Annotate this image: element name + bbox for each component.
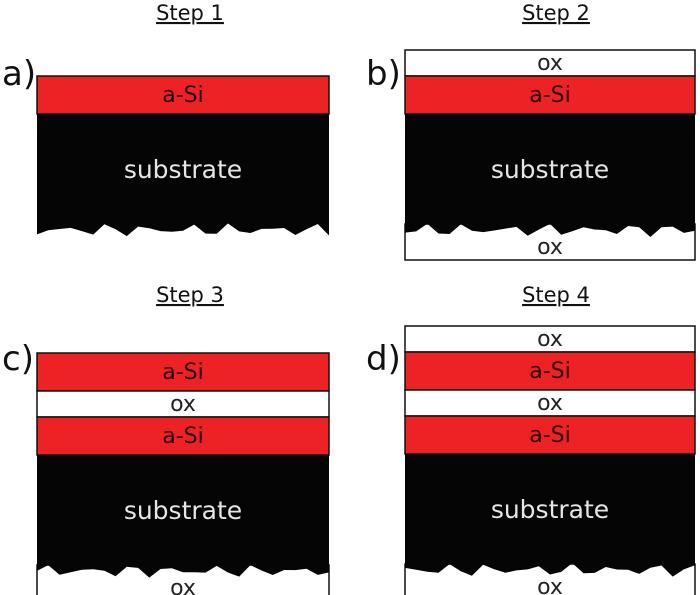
ox-layer — [36, 390, 330, 418]
panel-step-2: Step 2 b) ox a-Si substrate ox — [366, 1, 696, 261]
layer-substrate: substrate ox — [36, 455, 330, 595]
layer-asi: a-Si — [36, 416, 330, 456]
panel-step-1: Step 1 a) a-Si substrate — [2, 1, 330, 237]
bottom-ox-label: ox — [537, 235, 563, 260]
layer-asi: a-Si — [36, 352, 330, 392]
panel-letter: d) — [366, 339, 401, 379]
ox-layer — [404, 325, 696, 353]
bottom-ox-label: ox — [170, 576, 196, 595]
panel-step-3: Step 3 c) a-Si ox a-Si substrate ox — [2, 283, 330, 595]
layer-substrate: substrate — [37, 114, 329, 237]
layer-ox: ox — [36, 390, 330, 418]
asi-label: a-Si — [529, 83, 571, 108]
step-title: Step 4 — [522, 283, 590, 307]
asi-label: a-Si — [162, 424, 204, 449]
asi-layer — [404, 415, 696, 455]
substrate-layer — [405, 114, 695, 237]
substrate-layer — [37, 114, 329, 237]
step-title: Step 2 — [522, 1, 590, 25]
substrate-label: substrate — [124, 155, 242, 184]
layer-substrate: substrate ox — [404, 454, 696, 595]
step-title: Step 3 — [156, 283, 224, 307]
panel-step-4: Step 4 d) ox a-Si ox a-Si substrate ox — [366, 283, 696, 595]
substrate-label: substrate — [491, 155, 609, 184]
layer-substrate: substrate ox — [404, 114, 696, 261]
layer-asi: a-Si — [404, 415, 696, 455]
panel-letter: c) — [2, 339, 34, 379]
step-title: Step 1 — [156, 1, 224, 25]
asi-layer — [404, 351, 696, 391]
ox-label: ox — [537, 391, 563, 416]
asi-layer — [36, 75, 330, 115]
ox-label: ox — [537, 51, 563, 76]
asi-label: a-Si — [162, 360, 204, 385]
panel-letter: a) — [2, 54, 36, 94]
substrate-layer — [405, 454, 695, 577]
layer-asi: a-Si — [404, 75, 696, 115]
layer-asi: a-Si — [36, 75, 330, 115]
layer-asi: a-Si — [404, 351, 696, 391]
substrate-label: substrate — [491, 495, 609, 524]
substrate-layer — [37, 455, 329, 578]
layer-ox: ox — [404, 49, 696, 77]
bottom-ox-label: ox — [537, 575, 563, 595]
substrate-label: substrate — [124, 496, 242, 525]
asi-label: a-Si — [529, 423, 571, 448]
layer-ox: ox — [404, 325, 696, 353]
layer-ox: ox — [404, 389, 696, 417]
asi-label: a-Si — [529, 359, 571, 384]
ox-label: ox — [170, 392, 196, 417]
panel-letter: b) — [366, 54, 401, 94]
asi-layer — [404, 75, 696, 115]
ox-label: ox — [537, 327, 563, 352]
asi-label: a-Si — [162, 83, 204, 108]
